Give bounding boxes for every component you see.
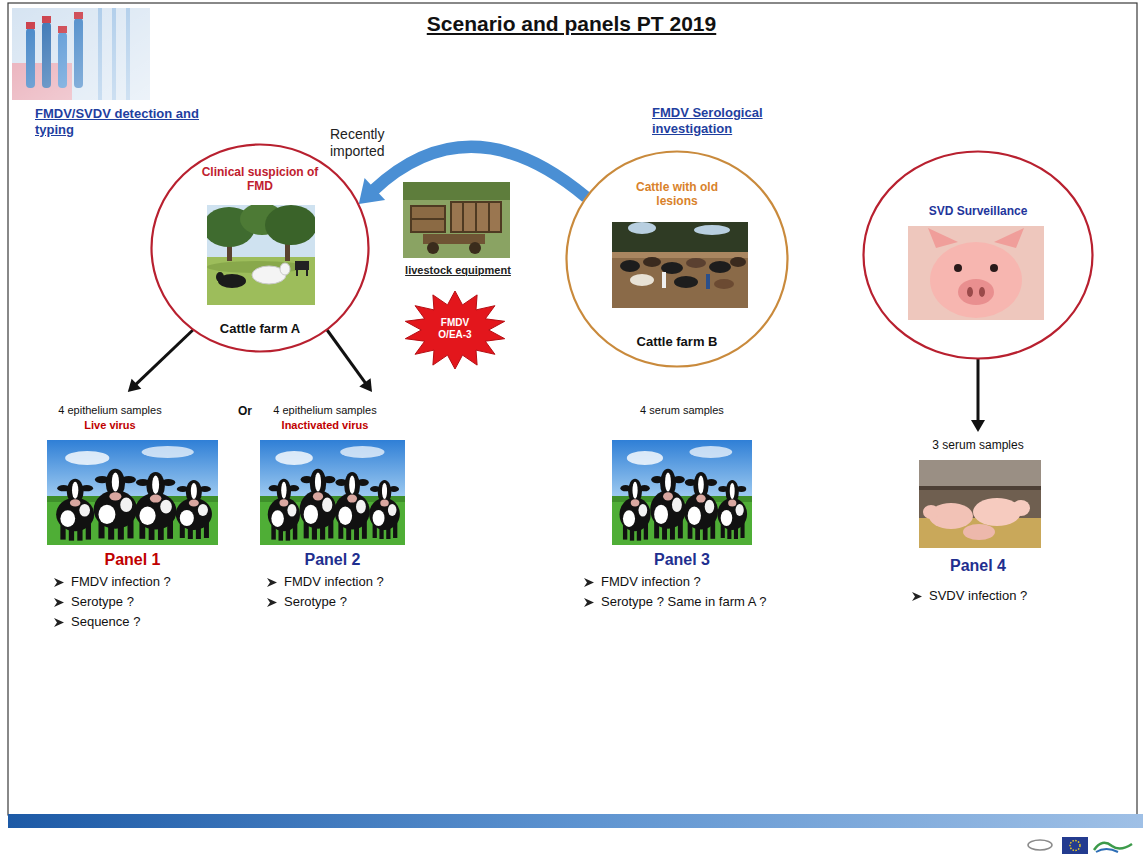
- panel-title: Panel 1: [47, 550, 218, 569]
- arrow-head: [359, 178, 385, 204]
- slide-title: Scenario and panels PT 2019: [0, 12, 1143, 36]
- import-arrow: [359, 147, 586, 204]
- burst-path: [405, 291, 504, 369]
- sample-note: 3 serum samples: [898, 438, 1058, 452]
- bullet-arrow-head: [584, 598, 594, 607]
- circle-outline-path: [864, 152, 1093, 359]
- bullet-row: Serotype ? Same in farm A ?: [584, 594, 856, 610]
- panel-title: Panel 4: [898, 556, 1058, 575]
- question-item: Sequence ?: [71, 614, 140, 629]
- bullet-row: FMDV infection ?: [267, 574, 449, 590]
- circle-outline-path: [567, 152, 788, 367]
- bullet-row: SVDV infection ?: [912, 588, 1075, 604]
- bullet-arrow: [267, 577, 278, 588]
- panel-group: 4 epithelium samplesInactivated virusPan…: [255, 392, 435, 627]
- arrow-head: [359, 378, 372, 392]
- bullet-row: FMDV infection ?: [584, 574, 856, 590]
- connector-line: [373, 147, 586, 197]
- bullet-arrow-head: [267, 578, 277, 587]
- connector-label: Recently imported: [330, 126, 402, 160]
- bullet-arrow: [912, 591, 923, 602]
- bullet-row: FMDV infection ?: [54, 574, 246, 590]
- bullet-arrow: [54, 577, 65, 588]
- circle-outline-path: [152, 145, 369, 352]
- circle-outline: [862, 150, 1094, 360]
- question-item: Serotype ? Same in farm A ?: [601, 594, 766, 609]
- sample-arrow: [971, 359, 985, 432]
- bullet-arrow-head: [267, 598, 277, 607]
- bullet-arrow: [584, 597, 595, 608]
- sample-arrow: [327, 330, 372, 392]
- farm-name: Cattle farm B: [607, 334, 747, 350]
- bullet-row: Serotype ?: [267, 594, 449, 610]
- bullet-arrow-head: [584, 578, 594, 587]
- equipment-picture: livestock equipment: [398, 178, 518, 278]
- connector-line: [977, 359, 980, 421]
- bullet-arrow: [584, 577, 595, 588]
- bullet-arrow: [267, 597, 278, 608]
- bullet-arrow-head: [54, 598, 64, 607]
- sample-note: 4 serum samples: [612, 404, 752, 417]
- question-item: SVDV infection ?: [929, 588, 1027, 603]
- connector-line: [327, 330, 366, 383]
- question-item: Serotype ?: [284, 594, 347, 609]
- farm-status: Cattle with old lesions: [617, 180, 737, 209]
- virus-state: Inactivated virus: [255, 419, 395, 432]
- choice-word: Or: [238, 404, 252, 418]
- bullet-row: Sequence ?: [54, 614, 246, 630]
- farm-status: Clinical suspicion of FMD: [195, 165, 325, 194]
- panel-group: 3 serum samplesPanel 4 SVDV infection ?: [898, 432, 1058, 622]
- sample-note: 4 epithelium samples: [40, 404, 180, 417]
- sample-arrow: [128, 330, 193, 392]
- question-item: FMDV infection ?: [71, 574, 171, 589]
- farm-circle: Cattle with old lesionsCattle farm B: [565, 150, 789, 368]
- panel-group: 4 epithelium samplesLive virusPanel 1 FMD…: [40, 392, 235, 647]
- question-item: FMDV infection ?: [284, 574, 384, 589]
- burst-label: FMDV O/EA-3: [430, 317, 480, 340]
- bullet-arrow-head: [54, 618, 64, 627]
- surveillance-circle: SVD Surveillance: [862, 150, 1094, 360]
- panel-title: Panel 3: [612, 550, 752, 569]
- question-item: FMDV infection ?: [601, 574, 701, 589]
- bullet-arrow-head: [54, 578, 64, 587]
- circle-heading: SVD Surveillance: [908, 204, 1048, 218]
- connector-line: [136, 330, 193, 385]
- farm-circle: Clinical suspicion of FMD Cattle farm A: [150, 143, 370, 353]
- virus-burst: FMDV O/EA-3: [403, 290, 507, 370]
- section-heading: FMDV Serological investigation: [652, 105, 802, 136]
- arrow-head: [128, 379, 142, 392]
- farm-name: Cattle farm A: [180, 321, 340, 337]
- sample-note: 4 epithelium samples: [255, 404, 395, 417]
- bullet-arrow: [54, 617, 65, 628]
- arrow-head: [971, 420, 985, 432]
- question-item: Serotype ?: [71, 594, 134, 609]
- virus-state: Live virus: [40, 419, 180, 432]
- section-heading: FMDV/SVDV detection and typing: [35, 106, 235, 137]
- bullet-arrow: [54, 597, 65, 608]
- bullet-row: Serotype ?: [54, 594, 246, 610]
- panel-group: 4 serum samplesPanel 3 FMDV infection ? Se…: [580, 392, 845, 622]
- picture-caption: livestock equipment: [398, 264, 518, 277]
- panel-title: Panel 2: [260, 550, 405, 569]
- bullet-arrow-head: [912, 592, 922, 601]
